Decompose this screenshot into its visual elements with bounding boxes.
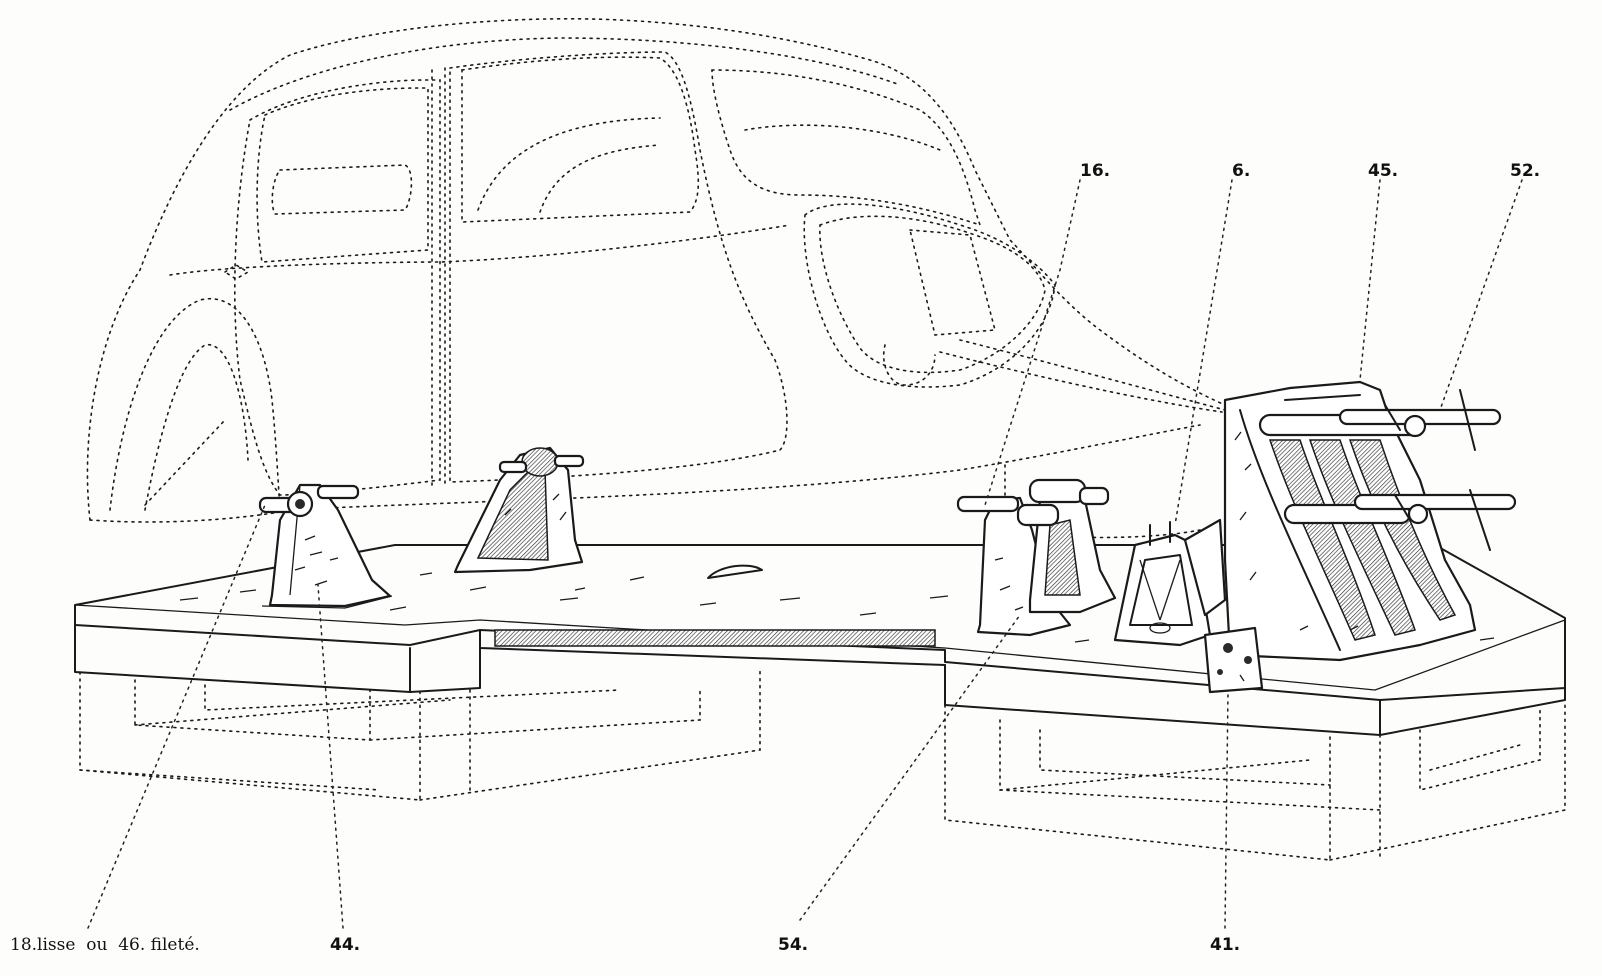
leader-44 (317, 584, 344, 929)
car-body-shell (86, 17, 1226, 539)
stand-16-54 (956, 478, 1117, 637)
leader-lines (87, 179, 1523, 929)
callout-16: 16. (1080, 161, 1110, 181)
callout-18-46: 18.lisse ou 46. fileté. (10, 935, 200, 955)
leader-18 (87, 504, 266, 929)
stand-45 (1223, 380, 1517, 662)
leader-54 (799, 614, 1021, 921)
callout-labels: 16. 6. 45. 52. 18.lisse ou 46. fileté. 4… (10, 161, 1540, 955)
leader-52 (1439, 179, 1523, 411)
leader-45 (1359, 179, 1381, 381)
callout-45: 45. (1368, 161, 1398, 181)
right-trestle (944, 699, 1566, 861)
leader-41 (1224, 691, 1229, 929)
left-trestle (79, 669, 761, 801)
stand-rear-left (453, 446, 585, 574)
callout-44: 44. (330, 935, 360, 955)
stand-44 (258, 483, 393, 609)
plate-41 (1203, 626, 1264, 694)
leader-6 (1174, 179, 1233, 526)
callout-54: 54. (778, 935, 808, 955)
callout-6: 6. (1232, 161, 1250, 181)
callout-41: 41. (1210, 935, 1240, 955)
stand-6 (1113, 518, 1227, 647)
platform-texture (179, 572, 1495, 643)
callout-52: 52. (1510, 161, 1540, 181)
assembly-platform (74, 544, 1566, 736)
leader-16 (984, 179, 1081, 506)
